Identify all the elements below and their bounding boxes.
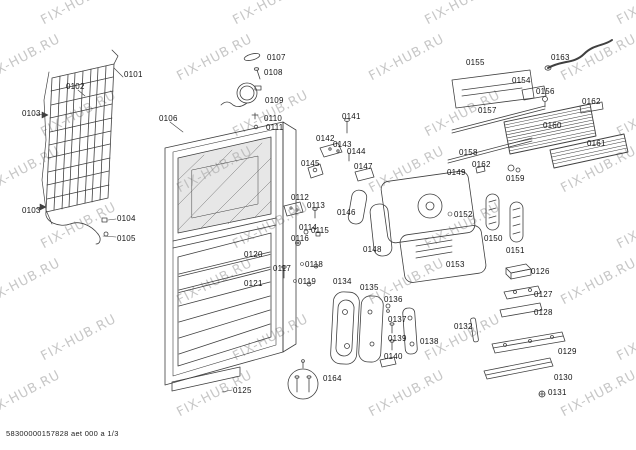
part-label-0136: 0136 <box>384 295 403 304</box>
part-label-0159: 0159 <box>506 174 525 183</box>
part-label-0130: 0130 <box>554 373 573 382</box>
part-label-0102: 0102 <box>66 82 85 91</box>
part-label-0161: 0161 <box>587 139 606 148</box>
part-label-0105: 0105 <box>117 234 136 243</box>
hinge-parts-middle <box>281 189 368 287</box>
thermostat-parts <box>330 291 418 368</box>
part-label-0119: 0119 <box>298 277 317 286</box>
label-markers <box>293 262 304 283</box>
part-label-0110: 0110 <box>264 114 283 123</box>
part-label-0120: 0120 <box>244 250 263 259</box>
part-label-0142: 0142 <box>316 134 335 143</box>
part-label-0138: 0138 <box>420 337 439 346</box>
part-label-0131: 0131 <box>548 388 567 397</box>
part-label-0158: 0158 <box>459 148 478 157</box>
clip-part <box>101 217 108 223</box>
part-label-0125: 0125 <box>233 386 252 395</box>
part-label-0148: 0148 <box>363 245 382 254</box>
part-label-0137: 0137 <box>388 315 407 324</box>
part-label-0162: 0162 <box>582 97 601 106</box>
part-label-0111: 0111 <box>266 123 284 132</box>
part-label-0116: 0116 <box>291 234 310 243</box>
shelves <box>178 251 271 355</box>
part-label-0118: 0118 <box>305 260 324 269</box>
part-label-0112: 0112 <box>291 193 310 202</box>
evaporator-drawing <box>503 103 629 169</box>
part-label-0103: 0103 <box>22 206 41 215</box>
part-label-0135: 0135 <box>360 283 379 292</box>
part-label-0164: 0164 <box>323 374 342 383</box>
condenser-coil-drawing <box>41 49 119 245</box>
part-label-0103: 0103 <box>22 109 41 118</box>
hinge-parts-top <box>307 118 375 182</box>
freezer-hatch <box>177 142 272 231</box>
evaporator-cover-panels <box>369 170 487 283</box>
document-code: 58300000157828 aet 000 a 1/3 <box>6 429 119 438</box>
part-label-0106: 0106 <box>159 114 178 123</box>
power-cord-drawing <box>220 53 262 130</box>
damper-parts <box>485 164 524 243</box>
part-label-0113: 0113 <box>307 201 326 210</box>
base-grille <box>171 366 241 392</box>
part-label-0108: 0108 <box>264 68 283 77</box>
part-label-0153: 0153 <box>446 260 465 269</box>
part-label-0127: 0127 <box>534 290 553 299</box>
part-label-0144: 0144 <box>347 147 366 156</box>
part-label-0145: 0145 <box>301 159 320 168</box>
part-label-0139: 0139 <box>388 334 407 343</box>
part-label-0156: 0156 <box>536 87 555 96</box>
part-label-0134: 0134 <box>333 277 352 286</box>
part-label-0114: 0114 <box>299 223 318 232</box>
part-label-0101: 0101 <box>124 70 143 79</box>
part-label-0160: 0160 <box>543 121 562 130</box>
part-label-0128: 0128 <box>534 308 553 317</box>
part-label-0129: 0129 <box>558 347 577 356</box>
part-label-0154: 0154 <box>512 76 531 85</box>
screw-detail-circle <box>287 359 319 400</box>
part-label-0149: 0149 <box>447 168 466 177</box>
leader-lines-left <box>35 67 124 238</box>
part-label-0163: 0163 <box>551 53 570 62</box>
part-label-0109: 0109 <box>265 96 284 105</box>
part-label-0132: 0132 <box>454 322 473 331</box>
part-label-0150: 0150 <box>484 234 503 243</box>
part-label-0162: 0162 <box>472 160 491 169</box>
part-label-0152: 0152 <box>454 210 473 219</box>
bracket-parts <box>470 263 566 398</box>
part-label-0104: 0104 <box>117 214 136 223</box>
part-label-0146: 0146 <box>337 208 356 217</box>
part-label-0115: 0115 <box>311 226 330 235</box>
part-label-0151: 0151 <box>506 246 525 255</box>
part-label-0121: 0121 <box>244 279 263 288</box>
part-label-0117: 0117 <box>273 264 292 273</box>
part-label-0147: 0147 <box>354 162 373 171</box>
cabinet-drawing <box>164 121 297 393</box>
part-label-0140: 0140 <box>384 352 403 361</box>
part-label-0155: 0155 <box>466 58 485 67</box>
part-label-0143: 0143 <box>333 140 352 149</box>
part-label-0141: 0141 <box>342 112 361 121</box>
part-label-0107: 0107 <box>267 53 286 62</box>
part-label-0126: 0126 <box>531 267 550 276</box>
part-label-0157: 0157 <box>478 106 497 115</box>
